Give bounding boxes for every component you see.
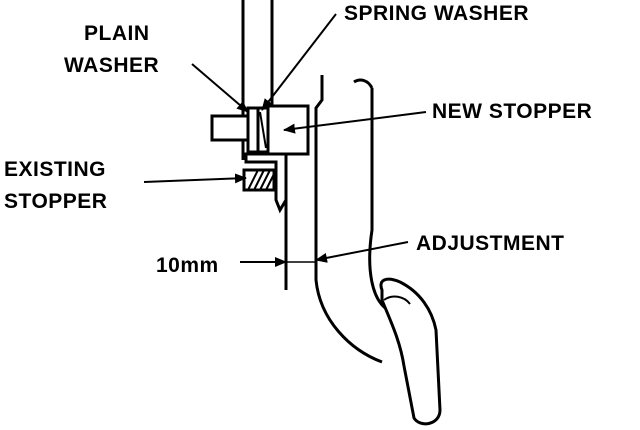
label-new-stopper: NEW STOPPER: [432, 100, 592, 123]
pedal-pad: [379, 277, 442, 426]
label-spring-washer: SPRING WASHER: [344, 2, 529, 25]
label-plain-washer-2: WASHER: [64, 54, 159, 77]
existing-stopper: [242, 152, 288, 214]
leader-plain-washer: [191, 63, 249, 113]
leader-lines: [143, 13, 427, 263]
label-existing-stopper-2: STOPPER: [4, 190, 107, 213]
label-plain-washer-1: PLAIN: [84, 22, 150, 45]
leader-adjustment: [315, 241, 409, 263]
label-existing-stopper-1: EXISTING: [4, 158, 106, 181]
leader-new-stopper: [283, 111, 427, 134]
label-dimension: 10mm: [156, 254, 219, 277]
leader-existing-stopper: [143, 173, 247, 184]
leader-spring-washer: [261, 13, 337, 111]
bolt: [210, 114, 250, 142]
label-adjustment: ADJUSTMENT: [416, 232, 565, 255]
